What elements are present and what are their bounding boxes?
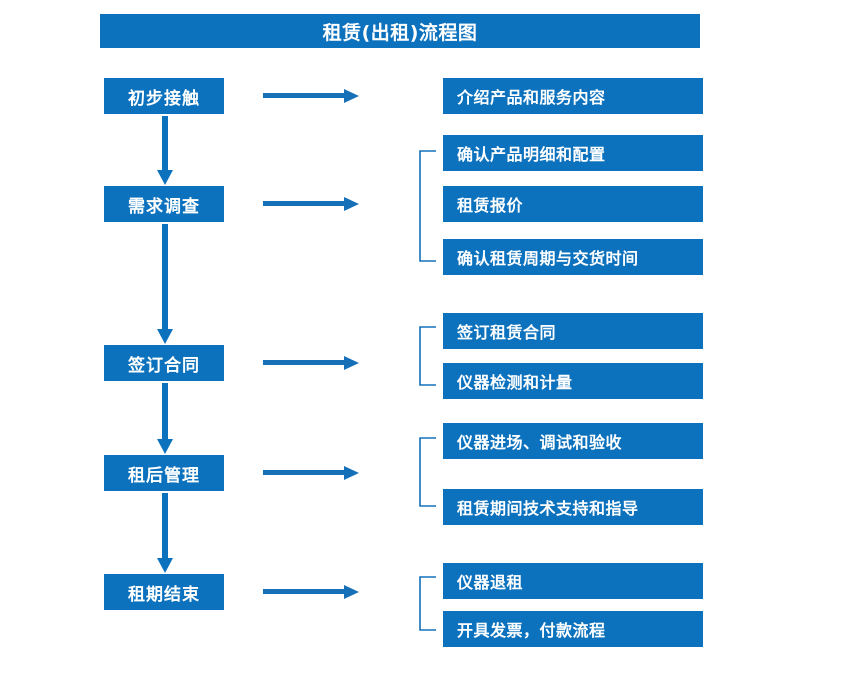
detail-box-yiqi-tuizu[interactable]: 仪器退租	[443, 563, 703, 599]
stage-box-zuqi-jieshu[interactable]: 租期结束	[104, 574, 224, 610]
group-bracket-3	[415, 326, 437, 386]
stage-box-xuqiu-diaocha[interactable]: 需求调查	[104, 186, 224, 222]
detail-box-zulin-baojia[interactable]: 租赁报价	[443, 186, 703, 222]
detail-box-queren-zulin-zhouqi[interactable]: 确认租赁周期与交货时间	[443, 239, 703, 275]
detail-arrow-right-1	[263, 87, 360, 105]
flow-arrow-down-4	[156, 493, 174, 574]
stage-box-qianding-hetong[interactable]: 签订合同	[104, 345, 224, 381]
detail-box-queren-chanpin-mingxi[interactable]: 确认产品明细和配置	[443, 135, 703, 171]
group-bracket-2	[415, 150, 437, 262]
flow-arrow-down-1	[156, 116, 174, 186]
detail-box-kaiju-fapiao[interactable]: 开具发票，付款流程	[443, 611, 703, 647]
detail-box-yiqi-jiance-jiliang[interactable]: 仪器检测和计量	[443, 363, 703, 399]
flow-arrow-down-3	[156, 383, 174, 455]
diagram-title: 租赁(出租)流程图	[100, 14, 700, 48]
detail-arrow-right-3	[263, 354, 360, 372]
detail-arrow-right-2	[263, 195, 360, 213]
detail-arrow-right-4	[263, 464, 360, 482]
stage-box-zuhou-guanli[interactable]: 租后管理	[104, 455, 224, 491]
flow-arrow-down-2	[156, 224, 174, 345]
detail-arrow-right-5	[263, 583, 360, 601]
detail-box-yiqi-jinchang-tiaoshi[interactable]: 仪器进场、调试和验收	[443, 423, 703, 459]
stage-box-chubu-jiechu[interactable]: 初步接触	[104, 78, 224, 114]
detail-box-qianding-zulin-hetong[interactable]: 签订租赁合同	[443, 313, 703, 349]
detail-box-zulin-qijian-jishu-zhichi[interactable]: 租赁期间技术支持和指导	[443, 489, 703, 525]
group-bracket-5	[415, 576, 437, 631]
group-bracket-4	[415, 437, 437, 507]
detail-box-jieshao-chanpin[interactable]: 介绍产品和服务内容	[443, 78, 703, 114]
